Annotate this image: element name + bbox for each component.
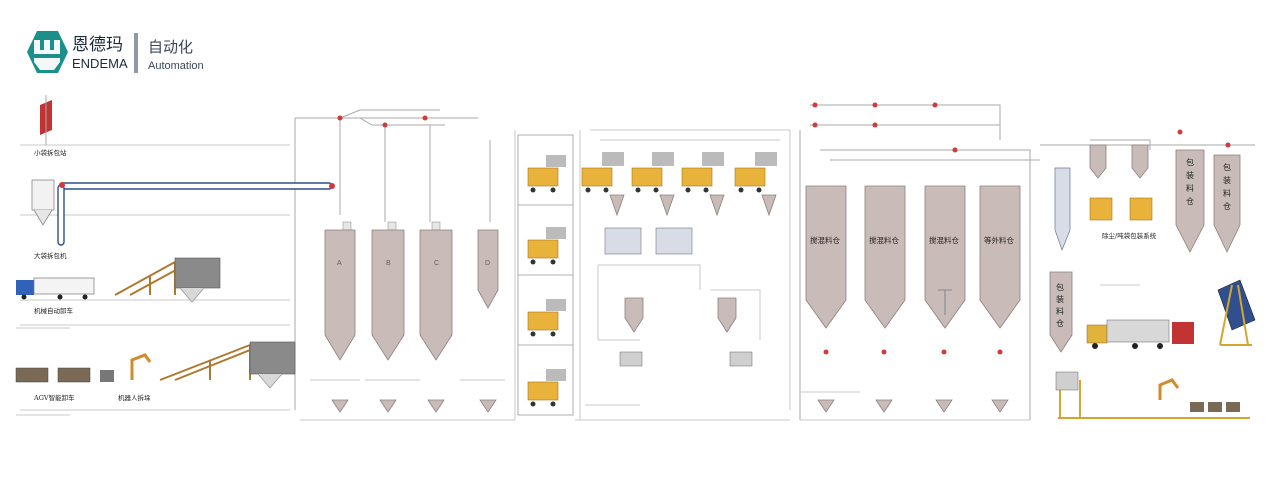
valves — [337, 102, 1231, 355]
pack-r1-char-1: 包 — [1186, 157, 1194, 167]
mix-silo-3-label: 搅混料仓 — [929, 235, 959, 245]
brand-tagline-en: Automation — [148, 60, 204, 72]
loading-truck — [1086, 319, 1194, 349]
small-bag-unpacking-label: 小袋拆包站 — [34, 148, 67, 157]
big-bag-unpacker: 大袋拆包机 — [31, 179, 335, 260]
big-bag-unpacker-label: 大袋拆包机 — [34, 251, 67, 260]
silo-d-label: D — [485, 260, 490, 267]
pipe-network — [20, 104, 1255, 421]
dust-bagging-label: 除尘/吨袋包装系统 — [1102, 231, 1157, 240]
pack-left-char-1: 包 — [1056, 282, 1064, 292]
small-bag-unpacking-station: 小袋拆包站 — [34, 95, 67, 157]
pack-r1-char-3: 料 — [1186, 183, 1194, 193]
feeder-unit — [527, 299, 566, 337]
brand-tagline-cn: 自动化 — [148, 38, 193, 56]
mix-silo-1-label: 搅混料仓 — [810, 235, 840, 245]
pack-r2-char-2: 装 — [1223, 175, 1231, 185]
mix-silo-2: 搅混料仓 — [864, 185, 906, 329]
mechanical-auto-unloading: 机械自动卸车 — [16, 257, 221, 315]
mix-silo-1: 搅混料仓 — [805, 185, 847, 329]
pack-r2-char-4: 仓 — [1223, 201, 1231, 211]
pack-r2-char-1: 包 — [1223, 162, 1231, 172]
palletizing-line — [1055, 371, 1250, 419]
feeder-column — [517, 134, 574, 416]
silo-a: A — [324, 221, 356, 413]
brand-name-cn: 恩德玛 — [72, 35, 123, 55]
bulk-loading-tower — [1217, 279, 1256, 346]
top-feeder-row — [581, 152, 777, 367]
mech-auto-unloading-label: 机械自动卸车 — [34, 306, 74, 315]
dust-bagging-system: 除尘/吨袋包装系统 — [1089, 144, 1157, 240]
brand-name-en: ENDEMA — [72, 56, 128, 71]
silo-b: B — [371, 221, 405, 413]
cyclone-filter — [1054, 167, 1071, 251]
robot-unpacking-label: 机器人拆垛 — [118, 393, 151, 402]
feeder-unit — [527, 155, 566, 193]
packing-silo-left: 包 装 料 仓 — [1049, 271, 1073, 353]
pack-r2-char-3: 料 — [1223, 188, 1231, 198]
mix-silo-outlets — [817, 399, 1009, 413]
silo-c-label: C — [434, 260, 439, 267]
feeder-unit — [527, 369, 566, 407]
pack-r1-char-2: 装 — [1186, 170, 1194, 180]
mix-silo-2-label: 搅混料仓 — [869, 235, 899, 245]
silo-d: D — [477, 229, 499, 413]
pack-r1-char-4: 仓 — [1186, 196, 1194, 206]
silo-c: C — [419, 221, 453, 413]
other-material-silo: 等外料仓 — [979, 185, 1021, 329]
feeder-unit — [527, 227, 566, 265]
pack-left-char-2: 装 — [1056, 294, 1064, 304]
silo-a-label: A — [337, 260, 342, 267]
logo-divider — [134, 33, 138, 73]
packing-silo-right-2: 包 装 料 仓 — [1213, 154, 1241, 253]
pack-left-char-3: 料 — [1056, 306, 1064, 316]
pack-left-char-4: 仓 — [1056, 318, 1064, 328]
packing-silo-right-1: 包 装 料 仓 — [1175, 149, 1205, 253]
mix-silo-3: 搅混料仓 — [924, 185, 966, 329]
agv-robot-unpacking: AGV智能卸车 机器人拆垛 — [15, 341, 296, 402]
bottom-instrument-marks — [16, 284, 1140, 421]
agv-smart-truck-label: AGV智能卸车 — [33, 393, 75, 402]
logo-mark-icon — [34, 40, 60, 70]
endema-logo: 恩德玛 ENDEMA 自动化 Automation — [27, 31, 204, 73]
other-silo-label: 等外料仓 — [984, 235, 1014, 245]
silo-b-label: B — [386, 260, 391, 267]
